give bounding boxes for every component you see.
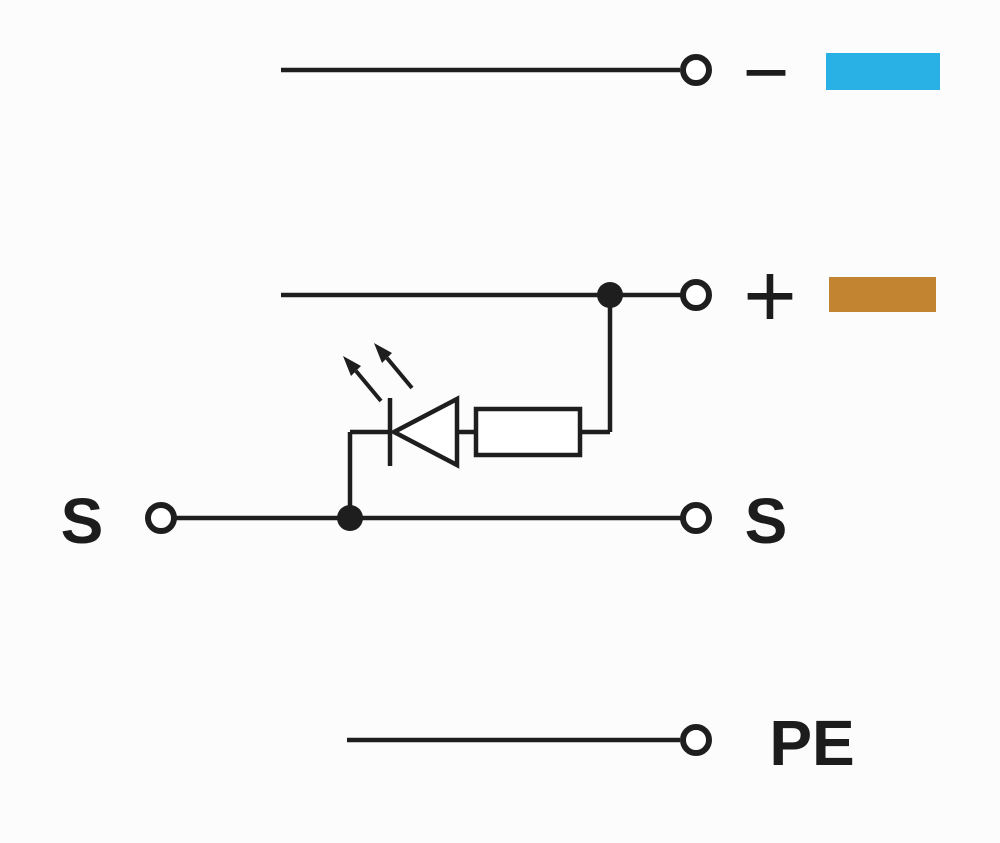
pe-label: PE — [769, 707, 854, 779]
s-left-label: S — [61, 485, 104, 557]
minus-terminal-circle-icon — [680, 54, 712, 86]
plus-color-chip — [829, 277, 936, 312]
junction-dots — [337, 282, 623, 531]
led-arrow-head-icon — [374, 343, 392, 363]
led-arrow-head-icon — [343, 356, 361, 376]
s-junction-dot-icon — [337, 505, 363, 531]
s-left-terminal-circle-icon — [145, 502, 177, 534]
plus-label: + — [743, 245, 797, 347]
led-arrow-shaft — [354, 369, 383, 403]
plus-terminal-circle-icon — [680, 279, 712, 311]
led-diode-triangle-icon — [389, 395, 460, 469]
plus-junction-dot-icon — [597, 282, 623, 308]
minus-label: − — [743, 28, 790, 117]
led-emission-arrows-icon — [343, 343, 414, 403]
led-arrow-shaft — [385, 356, 414, 390]
wire-network — [145, 54, 712, 756]
pe-terminal-circle-icon — [680, 724, 712, 756]
s-right-terminal-circle-icon — [680, 502, 712, 534]
minus-color-chip — [826, 53, 940, 90]
resistor-icon — [473, 406, 583, 458]
s-right-label: S — [745, 485, 788, 557]
